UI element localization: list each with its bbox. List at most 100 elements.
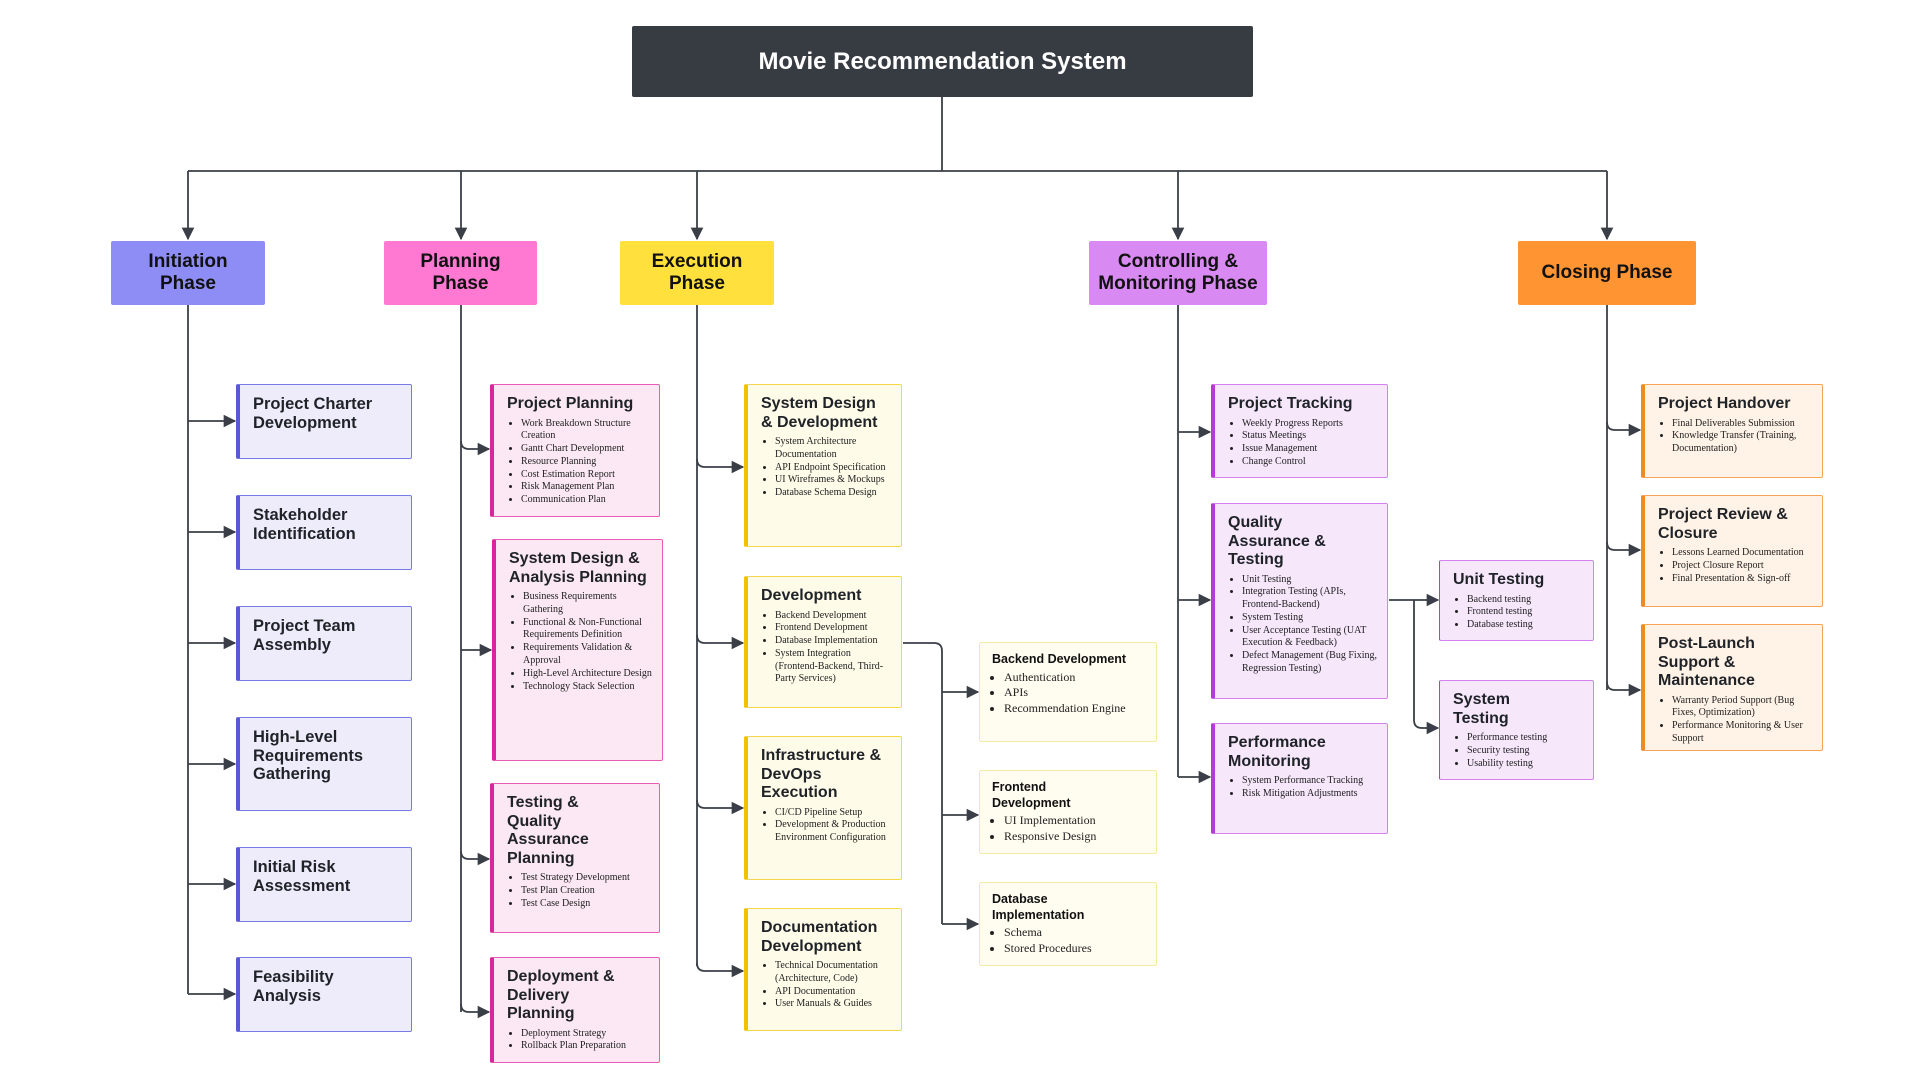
- card-title: Performance Monitoring: [1228, 734, 1326, 770]
- bullet-item: CI/CD Pipeline Setup: [775, 807, 891, 820]
- card-title: Project Charter Development: [253, 395, 373, 432]
- bullet-item: Defect Management (Bug Fixing, Regressio…: [1242, 650, 1377, 676]
- execution-card: Development Backend DevelopmentFrontend …: [744, 576, 902, 708]
- qa-subitem: Unit Testing Backend testingFrontend tes…: [1439, 560, 1594, 641]
- bullet-item: API Endpoint Specification: [775, 462, 891, 475]
- subitem-title: System Testing: [1453, 691, 1510, 727]
- bullet-item: Development & Production Environment Con…: [775, 819, 891, 845]
- execution-card: Infrastructure & DevOps Execution CI/CD …: [744, 736, 902, 880]
- bullet-item: Test Strategy Development: [521, 872, 649, 885]
- card-title: Infrastructure & DevOps Execution: [761, 747, 882, 801]
- card-title: System Design & Analysis Planning: [509, 550, 647, 586]
- bullet-item: UI Wireframes & Mockups: [775, 474, 891, 487]
- subitem-title: Backend Development: [992, 652, 1127, 666]
- card-bullets: Unit TestingIntegration Testing (APIs, F…: [1228, 574, 1377, 676]
- bullet-item: Functional & Non-Functional Requirements…: [523, 617, 652, 643]
- bullet-item: Project Closure Report: [1672, 560, 1812, 573]
- bullet-item: Communication Plan: [521, 494, 649, 507]
- card-title: Deployment & Delivery Planning: [507, 968, 615, 1022]
- bullet-item: Rollback Plan Preparation: [521, 1040, 649, 1053]
- closing-card: Project Handover Final Deliverables Subm…: [1641, 384, 1823, 478]
- planning-card: Project Planning Work Breakdown Structur…: [490, 384, 660, 517]
- qa-subitem: System Testing Performance testingSecuri…: [1439, 680, 1594, 780]
- phase-closing: Closing Phase: [1518, 241, 1696, 305]
- bullet-item: Performance testing: [1467, 732, 1583, 745]
- card-title: Project Handover: [1658, 395, 1791, 412]
- subitem-bullets: AuthenticationAPIsRecommendation Engine: [992, 670, 1144, 717]
- controlling-card: Quality Assurance & Testing Unit Testing…: [1211, 503, 1388, 699]
- card-bullets: System Architecture DocumentationAPI End…: [761, 436, 891, 500]
- bullet-item: System Integration (Frontend-Backend, Th…: [775, 648, 891, 686]
- bullet-item: High-Level Architecture Design: [523, 668, 652, 681]
- bullet-item: Stored Procedures: [1004, 941, 1144, 957]
- card-bullets: Work Breakdown Structure CreationGantt C…: [507, 418, 649, 508]
- bullet-item: Business Requirements Gathering: [523, 591, 652, 617]
- bullet-item: Risk Mitigation Adjustments: [1242, 788, 1377, 801]
- bullet-item: Security testing: [1467, 745, 1583, 758]
- bullet-item: Lessons Learned Documentation: [1672, 547, 1812, 560]
- closing-card: Project Review & Closure Lessons Learned…: [1641, 495, 1823, 607]
- subitem-title: Unit Testing: [1453, 571, 1545, 588]
- card-title: Quality Assurance & Testing: [1228, 514, 1326, 568]
- card-title: Documentation Development: [761, 919, 878, 955]
- bullet-item: Frontend Development: [775, 622, 891, 635]
- bullet-item: Knowledge Transfer (Training, Documentat…: [1672, 430, 1812, 456]
- initiation-card: High-Level Requirements Gathering: [236, 717, 412, 811]
- card-bullets: Backend DevelopmentFrontend DevelopmentD…: [761, 610, 891, 687]
- bullet-item: Backend testing: [1467, 594, 1583, 607]
- phase-execution: Execution Phase: [620, 241, 774, 305]
- execution-card: System Design & Development System Archi…: [744, 384, 902, 547]
- phase-planning: Planning Phase: [384, 241, 537, 305]
- bullet-item: Recommendation Engine: [1004, 701, 1144, 717]
- planning-card: Deployment & Delivery Planning Deploymen…: [490, 957, 660, 1063]
- bullet-item: Technical Documentation (Architecture, C…: [775, 960, 891, 986]
- bullet-item: Responsive Design: [1004, 829, 1144, 845]
- execution-card: Documentation Development Technical Docu…: [744, 908, 902, 1031]
- card-title: Initial Risk Assessment: [253, 858, 351, 895]
- initiation-card: Stakeholder Identification: [236, 495, 412, 570]
- development-subitem: Frontend Development UI ImplementationRe…: [979, 770, 1157, 854]
- bullet-item: Risk Management Plan: [521, 481, 649, 494]
- subitem-bullets: Backend testingFrontend testingDatabase …: [1453, 594, 1583, 632]
- phase-label: Initiation Phase: [148, 251, 228, 294]
- closing-card: Post-Launch Support & Maintenance Warran…: [1641, 624, 1823, 751]
- bullet-item: Work Breakdown Structure Creation: [521, 418, 649, 444]
- bullet-item: User Manuals & Guides: [775, 998, 891, 1011]
- bullet-item: Requirements Validation & Approval: [523, 642, 652, 668]
- bullet-item: System Architecture Documentation: [775, 436, 891, 462]
- development-subitem: Backend Development AuthenticationAPIsRe…: [979, 642, 1157, 742]
- initiation-card: Feasibility Analysis: [236, 957, 412, 1032]
- card-title: High-Level Requirements Gathering: [253, 728, 364, 783]
- bullet-item: Status Meetings: [1242, 430, 1377, 443]
- initiation-card: Project Team Assembly: [236, 606, 412, 681]
- bullet-item: Test Case Design: [521, 898, 649, 911]
- card-title: Development: [761, 587, 862, 604]
- phase-label: Closing Phase: [1541, 262, 1673, 283]
- card-title: Testing & Quality Assurance Planning: [507, 794, 589, 867]
- initiation-card: Initial Risk Assessment: [236, 847, 412, 922]
- card-bullets: System Performance TrackingRisk Mitigati…: [1228, 775, 1377, 801]
- bullet-item: Test Plan Creation: [521, 885, 649, 898]
- bullet-item: Backend Development: [775, 610, 891, 623]
- bullet-item: UI Implementation: [1004, 813, 1144, 829]
- subitem-title: Frontend Development: [992, 780, 1071, 810]
- card-bullets: CI/CD Pipeline SetupDevelopment & Produc…: [761, 807, 891, 845]
- subitem-bullets: SchemaStored Procedures: [992, 925, 1144, 956]
- bullet-item: APIs: [1004, 685, 1144, 701]
- card-bullets: Lessons Learned DocumentationProject Clo…: [1658, 547, 1812, 585]
- card-title: Project Planning: [507, 395, 634, 412]
- card-title: Project Team Assembly: [253, 617, 356, 654]
- bullet-item: Resource Planning: [521, 456, 649, 469]
- phase-label: Controlling & Monitoring Phase: [1098, 251, 1258, 294]
- card-title: Stakeholder Identification: [253, 506, 356, 543]
- bullet-item: Final Deliverables Submission: [1672, 418, 1812, 431]
- card-bullets: Technical Documentation (Architecture, C…: [761, 960, 891, 1011]
- card-bullets: Deployment StrategyRollback Plan Prepara…: [507, 1028, 649, 1054]
- card-title: Feasibility Analysis: [253, 968, 334, 1005]
- bullet-item: Deployment Strategy: [521, 1028, 649, 1041]
- bullet-item: Database Schema Design: [775, 487, 891, 500]
- card-bullets: Warranty Period Support (Bug Fixes, Opti…: [1658, 695, 1812, 746]
- bullet-item: Weekly Progress Reports: [1242, 418, 1377, 431]
- card-title: System Design & Development: [761, 395, 878, 431]
- phase-label: Execution Phase: [651, 251, 743, 294]
